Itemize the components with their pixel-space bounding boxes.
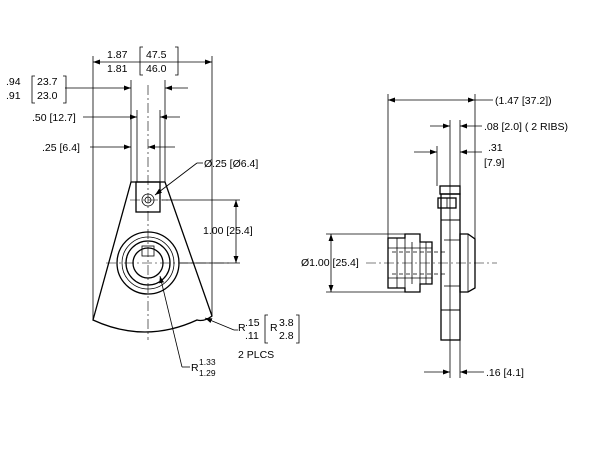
overall-width-inch-min: 1.81 (107, 63, 128, 75)
corner-radius-inch-min: .11 (245, 330, 259, 342)
top-width-inch-min: .91 (6, 90, 21, 102)
arc-radius-min: 1.29 (199, 368, 216, 378)
center-distance-label: 1.00 [25.4] (203, 225, 253, 237)
overall-width-mm-min: 46.0 (146, 63, 167, 75)
corner-radius-mm-min: 2.8 (279, 330, 294, 342)
front-view: 1.87 1.81 47.5 46.0 .94 .91 23.7 23.0 .5… (6, 46, 300, 378)
front-view-outline (92, 181, 213, 333)
top-width-mm-max: 23.7 (37, 76, 58, 88)
arc-radius-max: 1.33 (199, 357, 216, 367)
corner-radius-prefix: R (238, 322, 246, 334)
side-view: (1.47 [37.2]) .08 [2.0] ( 2 RIBS) .31 [7… (301, 94, 568, 379)
arc-radius-prefix: R (191, 362, 199, 374)
flange-offset-inch: .31 (488, 142, 503, 154)
top-width-mm-min: 23.0 (37, 90, 58, 102)
hub-diameter-label: Ø1.00 [25.4] (301, 257, 359, 269)
side-plate (440, 193, 461, 341)
side-depth-label: (1.47 [37.2]) (495, 95, 552, 107)
corner-radius-mm-max: 3.8 (279, 317, 294, 329)
plate-thickness-label: .16 [4.1] (486, 367, 524, 379)
corner-radius-inch-max: .15 (245, 317, 260, 329)
overall-width-inch-max: 1.87 (107, 49, 128, 61)
corner-radius-count: 2 PLCS (238, 349, 274, 361)
offset-25-label: .25 [6.4] (42, 142, 80, 154)
offset-50-label: .50 [12.7] (32, 112, 76, 124)
rib-thickness-label: .08 [2.0] ( 2 RIBS) (484, 121, 568, 133)
top-width-inch-max: .94 (6, 76, 21, 88)
flange-offset-mm: [7.9] (484, 157, 505, 169)
corner-radius-mm-prefix: R (270, 322, 278, 334)
overall-width-mm-max: 47.5 (146, 49, 167, 61)
hole-diameter-label: Ø.25 [Ø6.4] (204, 158, 258, 170)
